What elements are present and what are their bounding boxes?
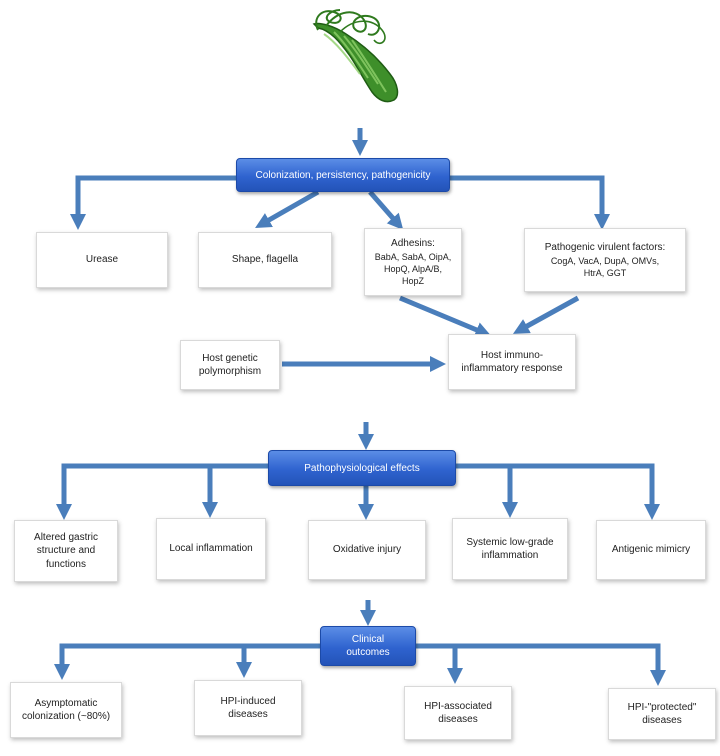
arrow-adhesins-to-immuno [399, 295, 492, 338]
arrow-virulent-to-immuno [512, 295, 580, 334]
label-shape-flagella: Shape, flagella [231, 254, 299, 266]
arrow-to-virulent [448, 175, 611, 231]
box-antigenic-mimicry: Antigenic mimicry [596, 520, 706, 580]
arrow-to-altered [55, 463, 270, 521]
box-host-immuno: Host immuno- inflammatory response [448, 334, 576, 390]
box-adhesins: Adhesins: BabA, SabA, OipA, HopQ, AlpA/B… [364, 228, 462, 296]
box-urease: Urease [36, 232, 168, 288]
box-altered-gastric: Altered gastric structure and functions [14, 520, 118, 582]
header-clinical-outcomes: Clinical outcomes [320, 626, 416, 666]
arrow-to-adhesins [368, 190, 404, 231]
label-adhesins-title: Adhesins: [391, 238, 435, 250]
box-host-genetic: Host genetic polymorphism [180, 340, 280, 390]
arrow-to-antigenic [454, 463, 661, 521]
box-hpi-induced: HPI-induced diseases [194, 680, 302, 736]
label-adhesins-list: BabA, SabA, OipA, HopQ, AlpA/B, HopZ [374, 251, 452, 286]
label-virulent-title: Pathogenic virulent factors: [544, 242, 666, 254]
bacterium-icon [312, 9, 399, 103]
label-virulent-list: CogA, VacA, DupA, OMVs, HtrA, GGT [550, 255, 660, 278]
header-pathophysiological: Pathophysiological effects [268, 450, 456, 486]
connector-arrows [53, 128, 667, 687]
arrow-to-urease [69, 175, 238, 231]
box-hpi-associated: HPI-associated diseases [404, 686, 512, 740]
box-local-inflammation: Local inflammation [156, 518, 266, 580]
label-urease: Urease [85, 254, 119, 266]
arrow-to-protected [416, 643, 667, 687]
arrow-to-shape [255, 189, 320, 228]
header-colonization: Colonization, persistency, pathogenicity [236, 158, 450, 192]
box-oxidative-injury: Oxidative injury [308, 520, 426, 580]
box-hpi-protected: HPI-"protected" diseases [608, 688, 716, 740]
arrow-to-asymptomatic [53, 643, 320, 681]
box-systemic-inflammation: Systemic low-grade inflammation [452, 518, 568, 580]
box-virulent-factors: Pathogenic virulent factors: CogA, VacA,… [524, 228, 686, 292]
box-shape-flagella: Shape, flagella [198, 232, 332, 288]
box-asymptomatic: Asymptomatic colonization (~80%) [10, 682, 122, 738]
